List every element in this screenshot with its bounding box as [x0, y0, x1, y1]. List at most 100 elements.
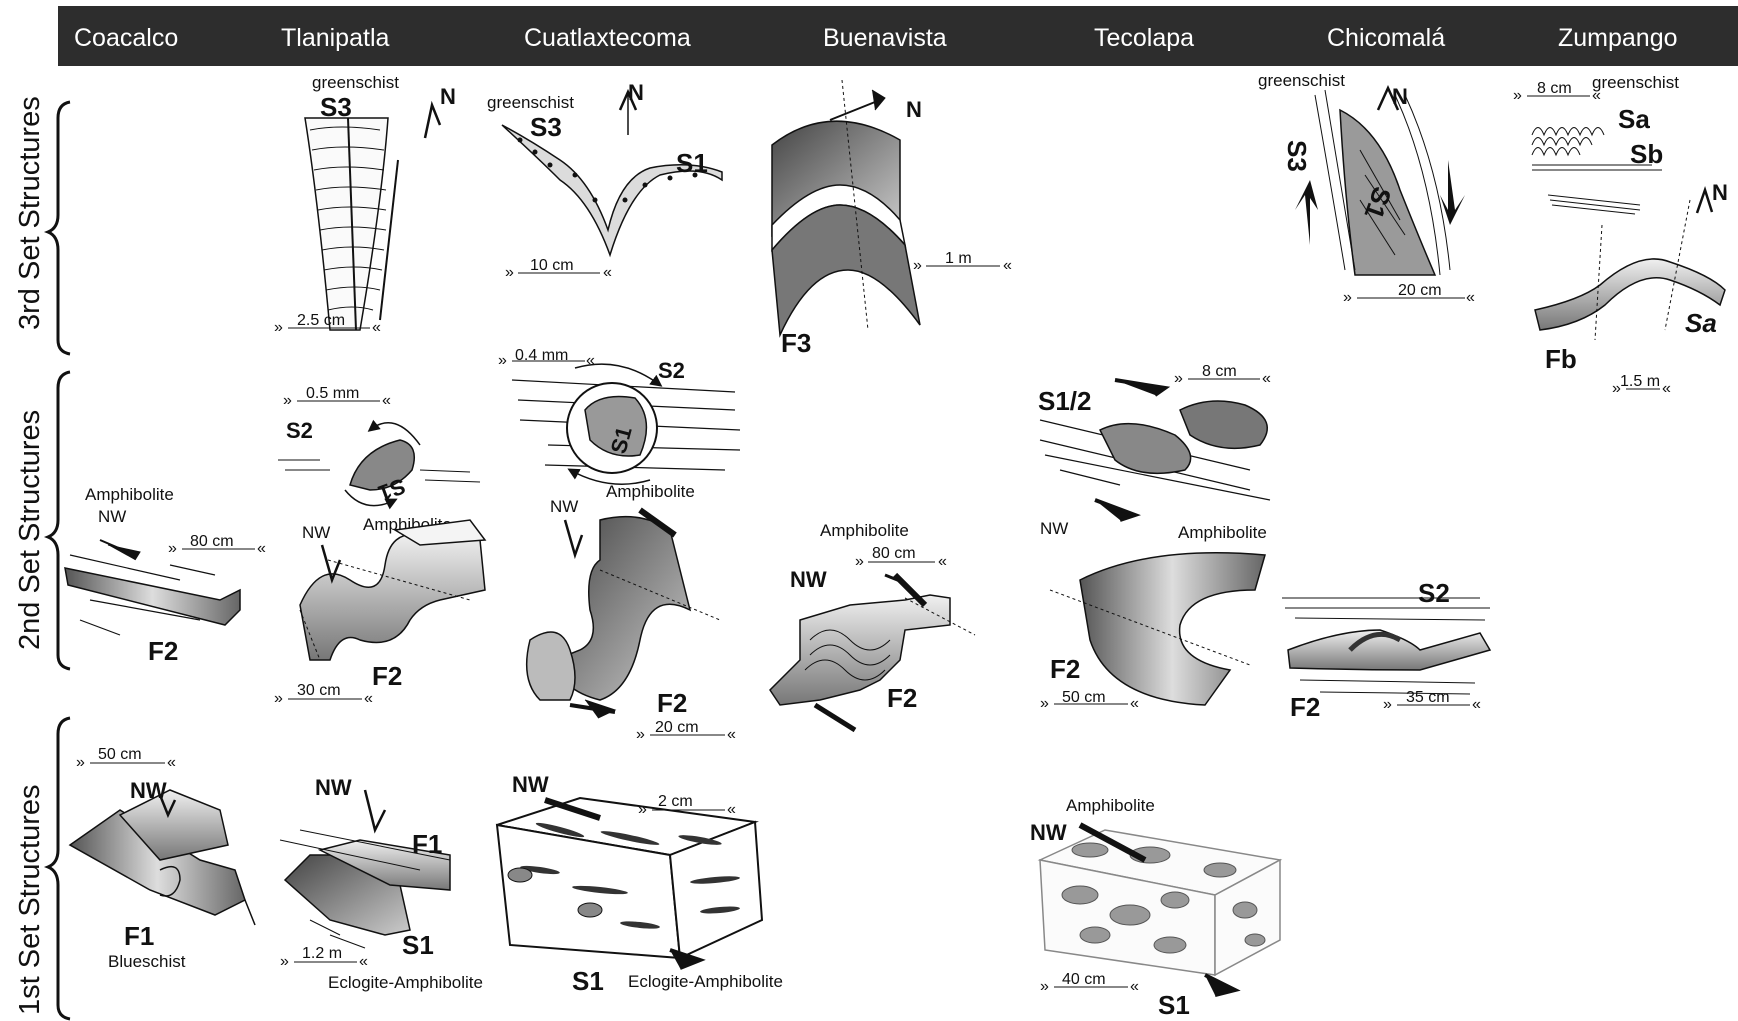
cuatlaxtecoma-s3-scale-label: 10 cm — [530, 257, 574, 274]
tlanipatla-f1-s1-label: S1 — [402, 930, 434, 960]
coacalco-f1-dir-label: NW — [130, 778, 167, 803]
cuatlaxtecoma-f2-fold-sketch — [527, 510, 720, 718]
coacalco-s2-dir-label: NW — [98, 507, 126, 526]
svg-text:»: » — [1383, 696, 1392, 713]
svg-text:»: » — [638, 801, 647, 818]
svg-text:«: « — [1003, 257, 1012, 274]
svg-text:«: « — [372, 319, 381, 336]
zumpango-top-scale-label: 8 cm — [1537, 80, 1572, 97]
tecolapa-s1-scale-label: 40 cm — [1062, 971, 1106, 988]
chicomala-f2-fold-label: F2 — [1290, 692, 1320, 722]
cuatlaxtecoma-f2-dir-label: NW — [550, 497, 578, 516]
svg-text:«: « — [1662, 380, 1671, 397]
coacalco-s2-rock-label: Amphibolite — [85, 485, 174, 504]
tecolapa-s12-label: S1/2 — [1038, 386, 1092, 416]
svg-text:»: » — [1040, 695, 1049, 712]
svg-text:«: « — [167, 754, 176, 771]
coacalco-f1-fold-sketch — [70, 790, 255, 925]
svg-text:»: » — [1174, 370, 1183, 387]
svg-text:«: « — [1130, 695, 1139, 712]
tlanipatla-micro-s2-label: S2 — [286, 418, 313, 443]
chicomala-s3-scale-label: 20 cm — [1398, 282, 1442, 299]
svg-text:»: » — [280, 953, 289, 970]
buenavista-f3-scale-label: 1 m — [945, 250, 972, 267]
tlanipatla-s3-foliation-sketch — [305, 105, 440, 330]
tlanipatla-f1-rock-label: Eclogite-Amphibolite — [328, 973, 483, 992]
buenavista-north-label: N — [906, 97, 922, 122]
tlanipatla-f1-dir-label: NW — [315, 775, 352, 800]
svg-text:»: » — [1040, 978, 1049, 995]
svg-text:»: » — [1513, 87, 1522, 104]
svg-text:»: » — [1343, 289, 1352, 306]
cuatlaxtecoma-s1-rock-label: Eclogite-Amphibolite — [628, 972, 783, 991]
chicomala-s3-rock-label: greenschist — [1258, 71, 1345, 90]
tlanipatla-s3-north-label: N — [440, 84, 456, 109]
svg-text:«: « — [364, 690, 373, 707]
buenavista-f2-fold-label: F2 — [887, 683, 917, 713]
tlanipatla-f1-fold-label: F1 — [412, 829, 442, 859]
zumpango-sa-label: Sa — [1618, 104, 1650, 134]
svg-text:»: » — [168, 540, 177, 557]
svg-text:«: « — [727, 726, 736, 743]
buenavista-f2-scale-label: 80 cm — [872, 545, 916, 562]
cuatlaxtecoma-s1-label: S1 — [572, 966, 604, 996]
cuatlaxtecoma-f2-fold-label: F2 — [657, 688, 687, 718]
chicomala-s2-label: S2 — [1418, 578, 1450, 608]
svg-text:«: « — [586, 352, 595, 369]
tecolapa-f2-scale-label: 50 cm — [1062, 689, 1106, 706]
coacalco-f2-label: F2 — [148, 636, 178, 666]
svg-text:»: » — [636, 726, 645, 743]
tecolapa-f2-dir-label: NW — [1040, 519, 1068, 538]
chicomala-f2-scale-label: 35 cm — [1406, 689, 1450, 706]
chicomala-north-label: N — [1392, 84, 1408, 109]
tecolapa-s1-label: S1 — [1158, 990, 1190, 1020]
cuatlaxtecoma-s1-fabric-label: S1 — [676, 148, 708, 178]
tecolapa-s1-dir-label: NW — [1030, 820, 1067, 845]
zumpango-sa2-label: Sa — [1685, 308, 1717, 338]
tlanipatla-micro-scale-label: 0.5 mm — [306, 385, 359, 402]
tecolapa-f2-fold-sketch — [1050, 553, 1265, 705]
tecolapa-s1-block-sketch — [1040, 825, 1280, 995]
svg-text:»: » — [274, 690, 283, 707]
svg-text:«: « — [603, 264, 612, 281]
svg-text:»: » — [913, 257, 922, 274]
chicomala-s3-shear-sketch — [1295, 88, 1465, 275]
zumpango-sb-label: Sb — [1630, 139, 1663, 169]
svg-text:»: » — [505, 264, 514, 281]
svg-text:»: » — [283, 392, 292, 409]
cuatlaxtecoma-micro-rock-label: Amphibolite — [606, 482, 695, 501]
cuatlaxtecoma-s3-rock-label: greenschist — [487, 93, 574, 112]
svg-text:«: « — [257, 540, 266, 557]
tlanipatla-f2-fold-label: F2 — [372, 661, 402, 691]
svg-text:»: » — [76, 754, 85, 771]
tecolapa-s12-scale-label: 8 cm — [1202, 363, 1237, 380]
cuatlaxtecoma-micro-s2-label: S2 — [658, 358, 685, 383]
tlanipatla-s3-rock-label: greenschist — [312, 73, 399, 92]
coacalco-s2-scale-label: 80 cm — [190, 533, 234, 550]
tlanipatla-s3-scale-label: 2.5 cm — [297, 312, 345, 329]
chicomala-s3-fabric-label: S3 — [1282, 140, 1312, 172]
cuatlaxtecoma-s1-block-sketch — [497, 798, 762, 968]
svg-text:«: « — [1466, 289, 1475, 306]
buenavista-f2-fold-sketch — [770, 575, 975, 730]
svg-text:«: « — [382, 392, 391, 409]
coacalco-f1-scale-label: 50 cm — [98, 746, 142, 763]
cuatlaxtecoma-s3-north-label: N — [628, 80, 644, 105]
tlanipatla-f1-scale-label: 1.2 m — [302, 945, 342, 962]
buenavista-f2-dir-label: NW — [790, 567, 827, 592]
svg-text:»: » — [274, 319, 283, 336]
buenavista-f3-fold-label: F3 — [781, 328, 811, 358]
svg-text:»: » — [498, 352, 507, 369]
svg-text:«: « — [727, 801, 736, 818]
tlanipatla-s3-fabric-label: S3 — [320, 92, 352, 122]
tlanipatla-f2-dir-label: NW — [302, 523, 330, 542]
tecolapa-f2-fold-label: F2 — [1050, 654, 1080, 684]
coacalco-f1-rock-label: Blueschist — [108, 952, 186, 971]
svg-text:«: « — [1472, 696, 1481, 713]
svg-text:«: « — [359, 953, 368, 970]
zumpango-scale-label: 1.5 m — [1620, 373, 1660, 390]
row-braces — [48, 102, 70, 1019]
cuatlaxtecoma-s1-dir-label: NW — [512, 772, 549, 797]
cuatlaxtecoma-micro-sketch — [512, 364, 740, 484]
